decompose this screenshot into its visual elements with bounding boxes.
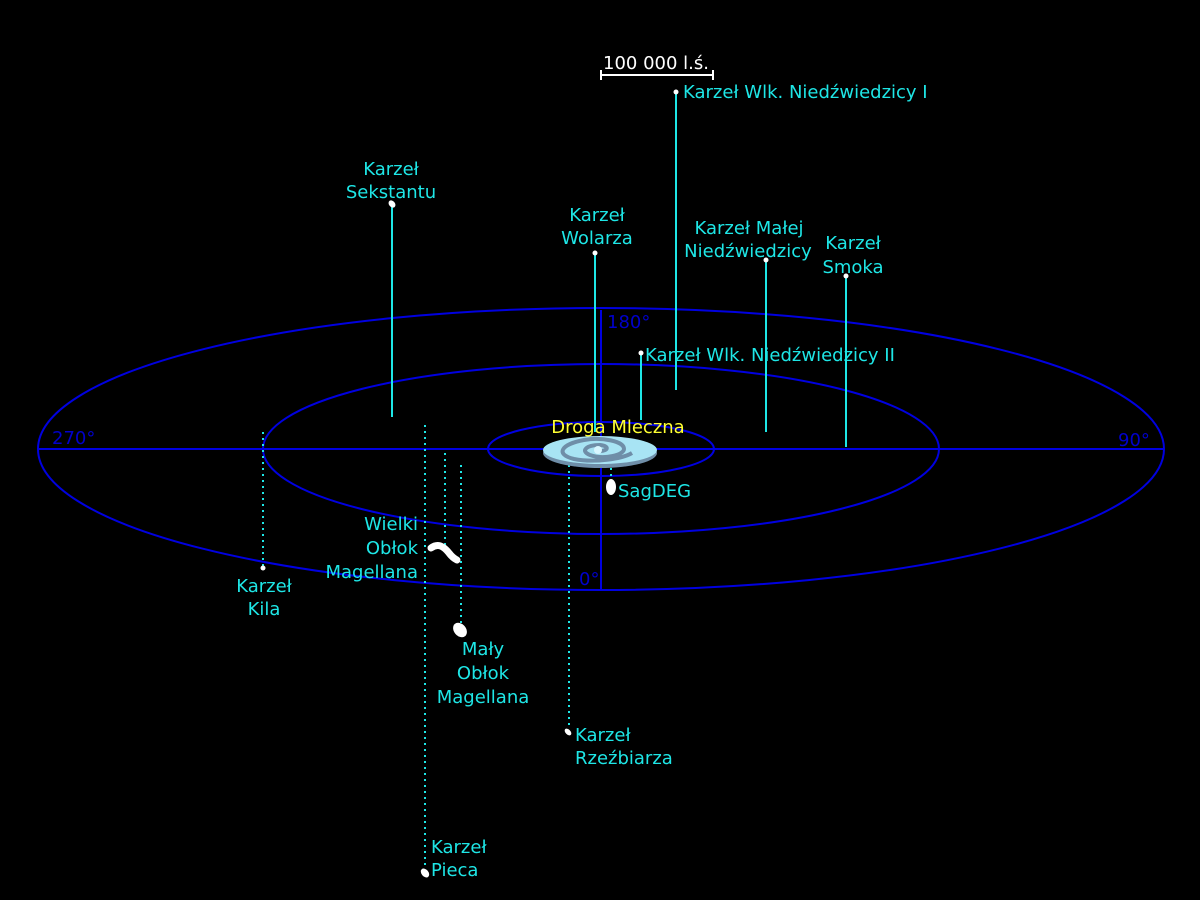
uma1-label: Karzeł Wlk. Niedźwiedzicy I xyxy=(683,82,928,103)
smc-label-3: Magellana xyxy=(437,687,530,708)
fornax-label-2: Pieca xyxy=(431,860,478,881)
uma2-marker xyxy=(638,350,644,356)
sculptor-marker xyxy=(564,728,572,736)
umi-label-1: Karzeł Małej xyxy=(694,218,803,239)
umi-marker xyxy=(763,257,769,263)
milky-way-label: Droga Mleczna xyxy=(551,417,684,438)
sextans-label-2: Sekstantu xyxy=(346,182,436,203)
degree-0: 0° xyxy=(579,569,599,590)
degree-180: 180° xyxy=(607,312,650,333)
bootes-label-1: Karzeł xyxy=(569,205,625,226)
carina-marker xyxy=(260,565,266,571)
sagdeg-marker xyxy=(606,479,616,495)
scale-bar-label: 100 000 l.ś. xyxy=(603,53,709,74)
lmc-marker xyxy=(427,542,461,564)
carina-label-1: Karzeł xyxy=(236,576,292,597)
lmc-label-1: Wielki xyxy=(364,514,418,535)
uma1-marker xyxy=(673,89,679,95)
sagdeg-label: SagDEG xyxy=(618,481,691,502)
sculptor-label-2: Rzeźbiarza xyxy=(575,748,673,769)
smc-label-2: Obłok xyxy=(457,663,510,684)
lmc-label-3: Magellana xyxy=(325,562,418,583)
smc-label-1: Mały xyxy=(462,639,505,660)
fornax-marker xyxy=(420,868,430,878)
bootes-label-2: Wolarza xyxy=(561,228,633,249)
sextans-marker xyxy=(388,200,396,208)
degree-270: 270° xyxy=(52,428,95,449)
umi-label-2: Niedźwiedzicy xyxy=(684,241,812,262)
lmc-label-2: Obłok xyxy=(366,538,419,559)
milky-way-galaxy xyxy=(543,436,657,468)
sculptor-label-1: Karzeł xyxy=(575,725,631,746)
carina-label-2: Kila xyxy=(248,599,281,620)
scale-bar: 100 000 l.ś. xyxy=(600,53,714,80)
smc-marker xyxy=(453,622,467,638)
sextans-label-1: Karzeł xyxy=(363,159,419,180)
bootes-marker xyxy=(592,250,598,256)
draco-marker xyxy=(843,273,849,279)
draco-label-2: Smoka xyxy=(822,257,883,278)
uma2-label: Karzeł Wlk. Niedźwiedzicy II xyxy=(645,345,895,366)
fornax-label-1: Karzeł xyxy=(431,837,487,858)
degree-90: 90° xyxy=(1118,430,1150,451)
draco-label-1: Karzeł xyxy=(825,233,881,254)
